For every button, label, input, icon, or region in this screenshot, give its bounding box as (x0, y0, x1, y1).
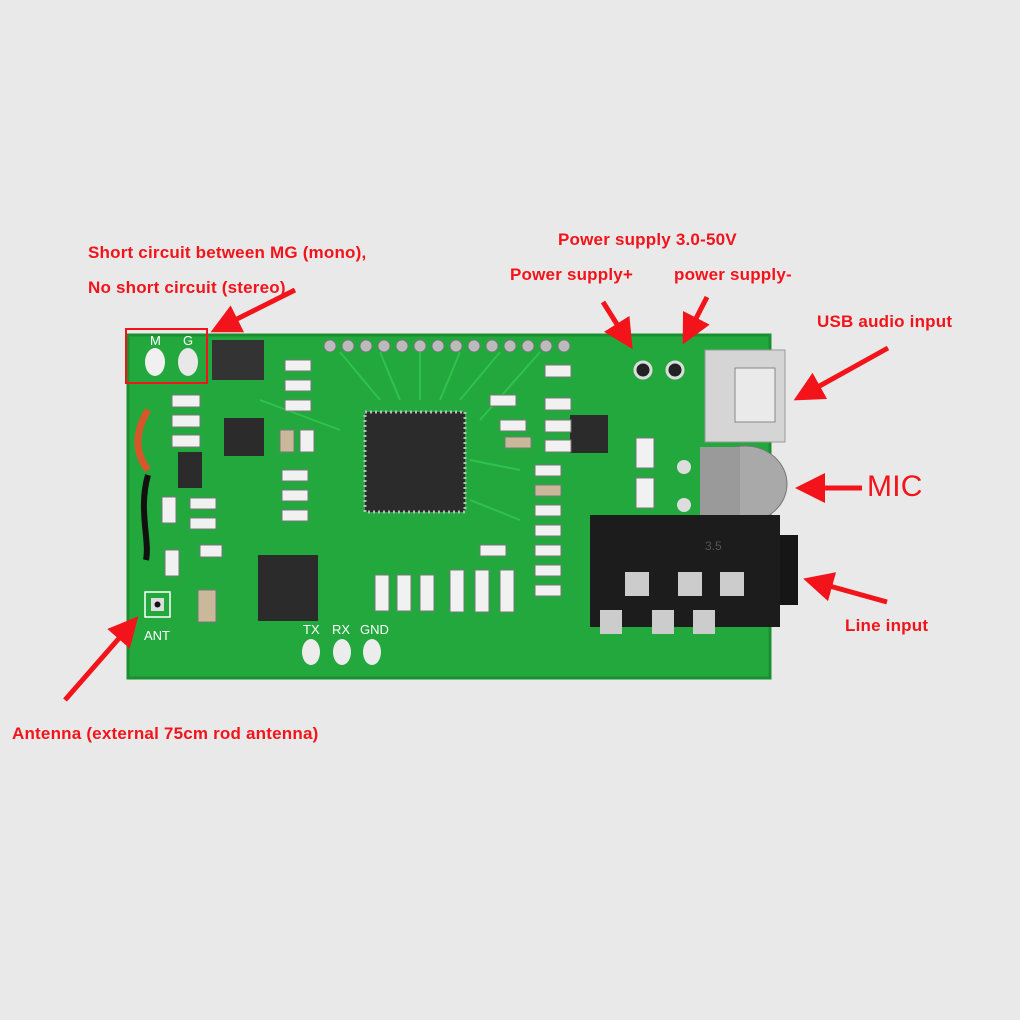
silk-rx: RX (332, 622, 350, 637)
smd-components (161, 359, 655, 623)
header-pins (323, 339, 571, 353)
line-input-label: Line input (845, 616, 929, 635)
silk-m: M (150, 333, 161, 348)
usb-label: USB audio input (817, 312, 953, 331)
traces (259, 351, 541, 521)
antenna-label: Antenna (external 75cm rod antenna) (12, 724, 319, 743)
power-range-label: Power supply 3.0-50V (558, 230, 737, 249)
mic-label: MIC (867, 470, 923, 503)
silk-gnd: GND (360, 622, 389, 637)
silk-jack: 3.5 (705, 539, 722, 553)
silk-g: G (183, 333, 193, 348)
audio-jack (590, 515, 780, 627)
power-plus-label: Power supply+ (510, 265, 634, 284)
mono-note-line1: Short circuit between MG (mono), (88, 243, 367, 262)
mg-highlight-box (125, 328, 208, 384)
mono-note-line2: No short circuit (stereo) (88, 278, 286, 297)
annotation-arrows (63, 287, 890, 702)
power-minus-label: power supply- (674, 265, 792, 284)
silk-ant: ANT (144, 628, 170, 643)
silk-tx: TX (303, 622, 320, 637)
op-amp-chip (258, 555, 318, 621)
mcu-chip (363, 410, 467, 514)
